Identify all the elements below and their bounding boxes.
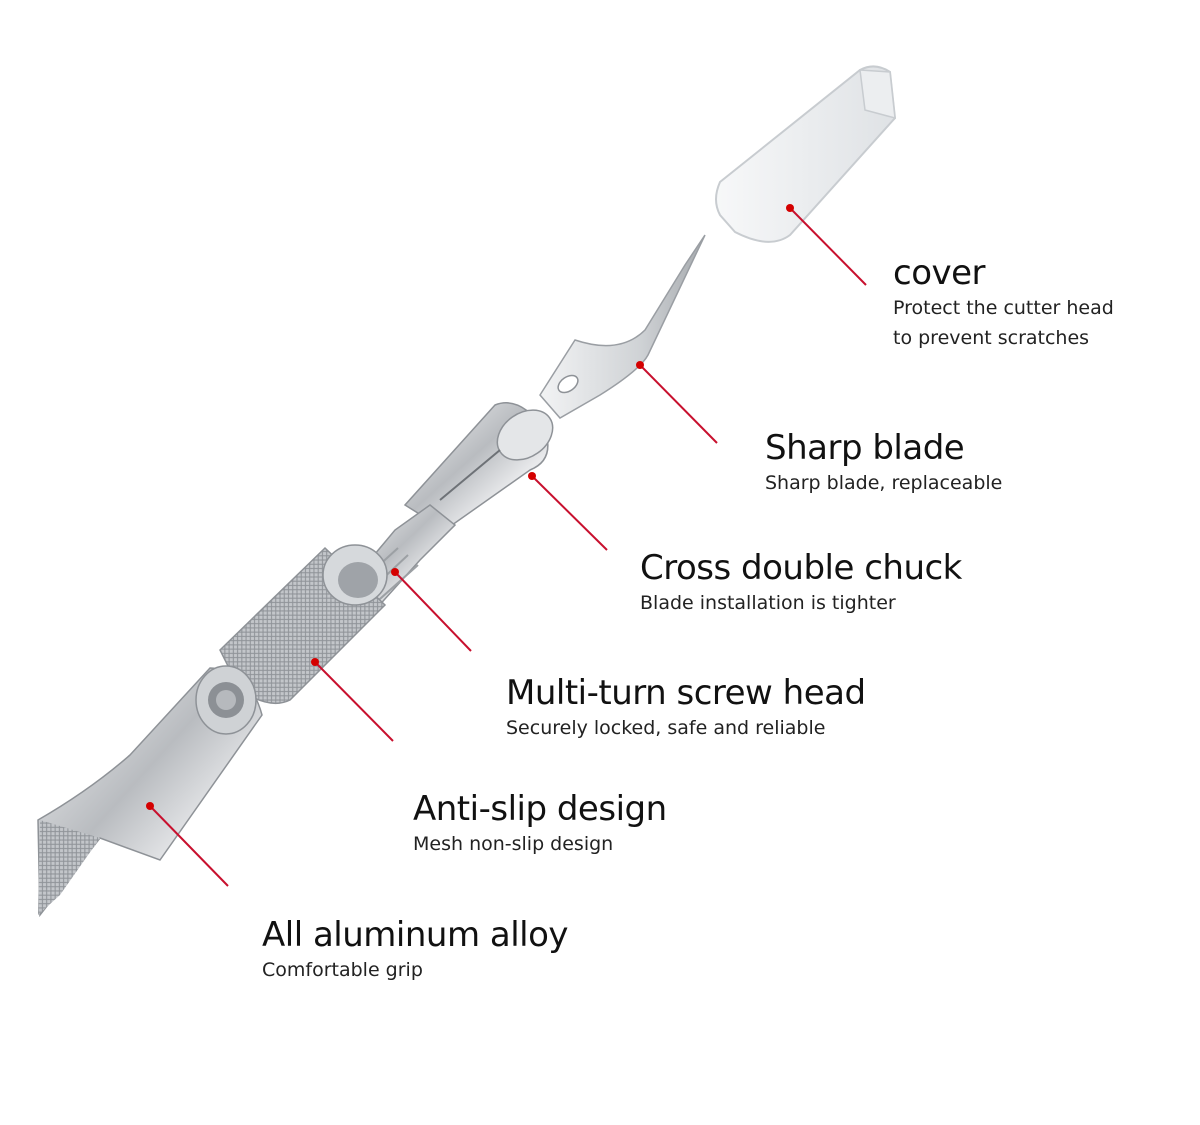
leader-lines <box>149 207 867 887</box>
callout-desc: Securely locked, safe and reliable <box>506 717 826 739</box>
callout-all-aluminum-alloy: All aluminum alloy Comfortable grip <box>262 915 569 985</box>
callout-title: cover <box>893 253 986 293</box>
callout-anti-slip-design: Anti-slip design Mesh non-slip design <box>413 789 667 859</box>
callout-multi-turn-screw-head: Multi-turn screw head Securely locked, s… <box>506 673 866 743</box>
callout-title: All aluminum alloy <box>262 915 569 955</box>
callout-sharp-blade: Sharp blade Sharp blade, replaceable <box>765 428 1002 498</box>
callout-title: Multi-turn screw head <box>506 673 866 713</box>
callout-desc: Sharp blade, replaceable <box>765 472 1003 494</box>
handle <box>37 665 263 918</box>
callout-title: Cross double chuck <box>640 548 962 588</box>
callout-desc: Blade installation is tighter <box>640 592 896 614</box>
callout-desc: Comfortable grip <box>262 959 423 981</box>
callout-cross-double-chuck: Cross double chuck Blade installation is… <box>640 548 962 618</box>
callout-title: Sharp blade <box>765 428 965 468</box>
callout-desc: Mesh non-slip design <box>413 833 614 855</box>
leader-dots <box>146 204 794 810</box>
callout-desc: to prevent scratches <box>893 327 1090 349</box>
cover-cap <box>715 65 897 243</box>
screw-head <box>219 544 388 705</box>
callout-title: Anti-slip design <box>413 789 667 829</box>
callout-desc: Protect the cutter head <box>893 297 1114 319</box>
callout-cover: cover Protect the cutter head to prevent… <box>893 253 1114 353</box>
blade <box>539 234 706 419</box>
